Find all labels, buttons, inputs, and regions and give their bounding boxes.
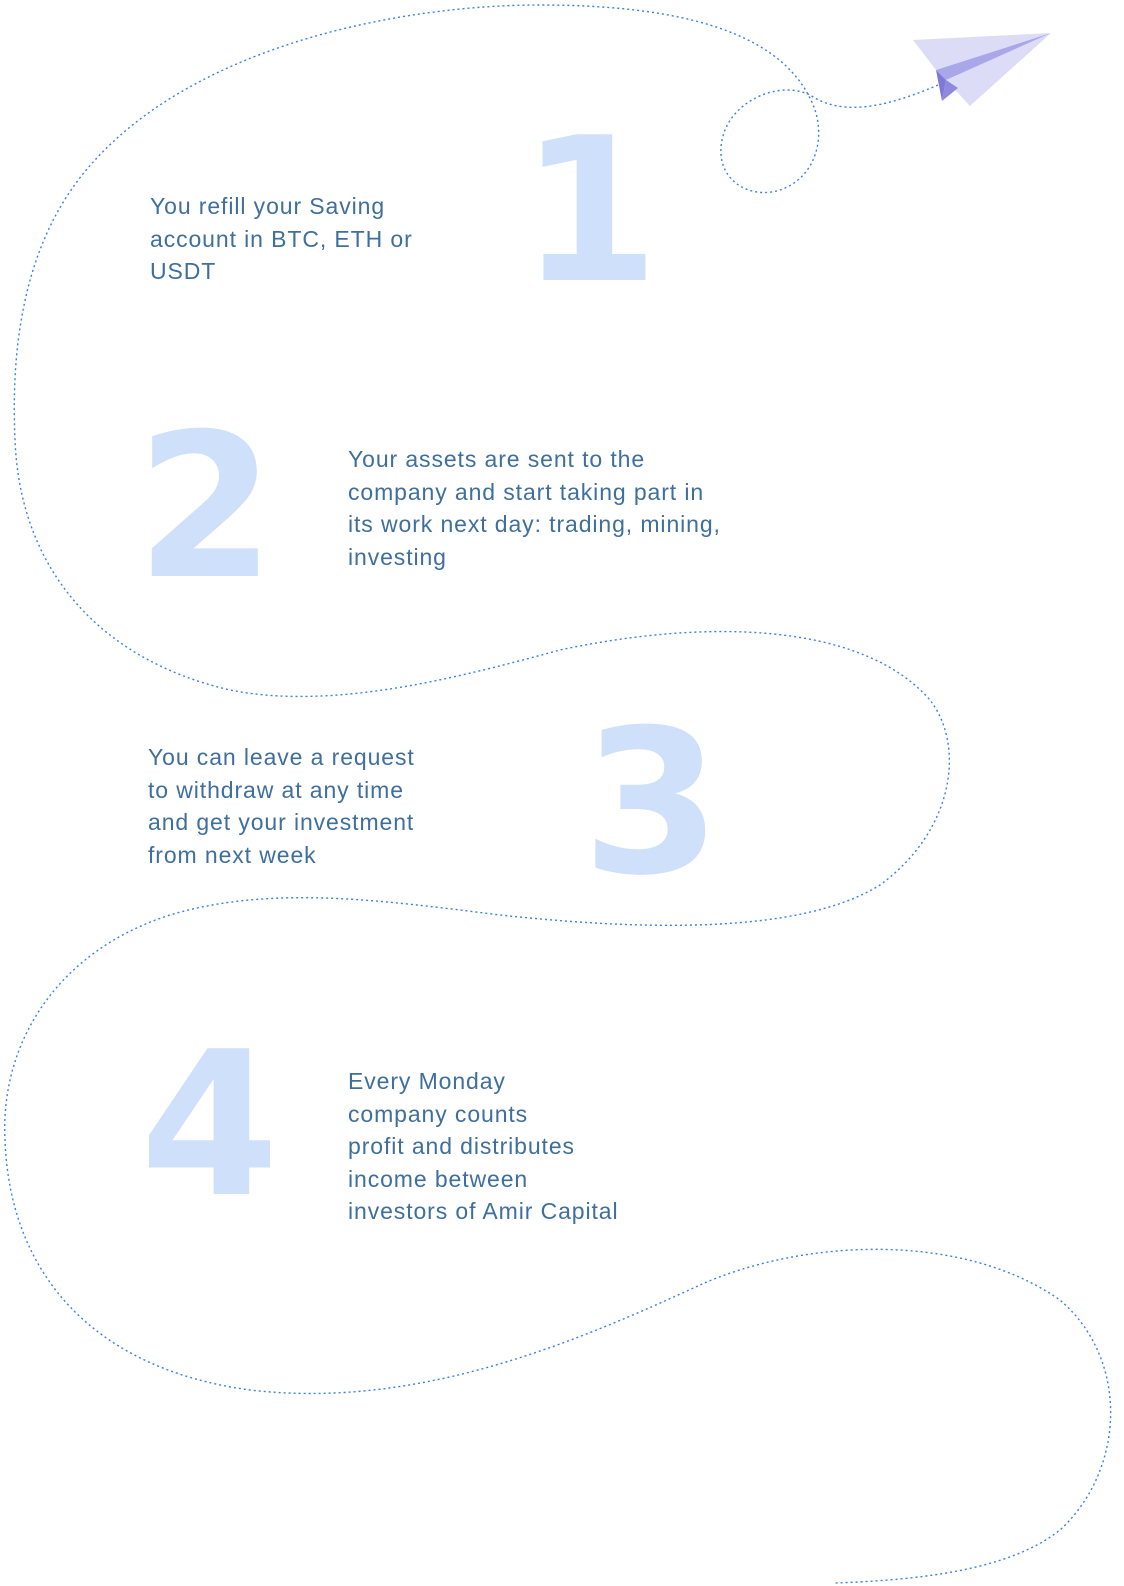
step-1-line: USDT [150,258,217,284]
step-1-line: You refill your Saving [150,193,386,219]
step-2-line: investing [348,543,447,570]
step-3-text: You can leave a request to withdraw at a… [148,741,415,871]
step-2-text: Your assets are sent to the company and … [348,443,721,573]
step-3-number: 3 [582,687,722,920]
step-3-line: and get your investment [148,809,415,835]
flight-path-line [4,4,1112,1584]
step-4-line: income between [348,1165,529,1192]
step-4-line: company counts [348,1100,529,1127]
step-1-line: account in BTC, ETH or [150,225,413,252]
step-1-text: You refill your Saving account in BTC, E… [150,190,413,288]
step-4-number: 4 [140,1009,280,1242]
step-2-line: company and start taking part in [348,478,705,505]
step-3-line: from next week [148,841,317,868]
step-4-line: investors of Amir Capital [348,1198,619,1224]
step-2-line: its work next day: trading, mining, [348,511,721,537]
step-3-line: to withdraw at any time [148,776,404,803]
step-4-line: Every Monday [348,1068,506,1094]
step-4-line: profit and distributes [348,1133,575,1159]
step-4-text: Every Monday company counts profit and d… [348,1065,618,1228]
step-2-line: Your assets are sent to the [348,446,646,472]
step-2-number: 2 [136,391,276,624]
paper-plane-icon [913,33,1051,106]
step-1-number: 1 [520,95,660,328]
step-3-line: You can leave a request [148,744,415,770]
